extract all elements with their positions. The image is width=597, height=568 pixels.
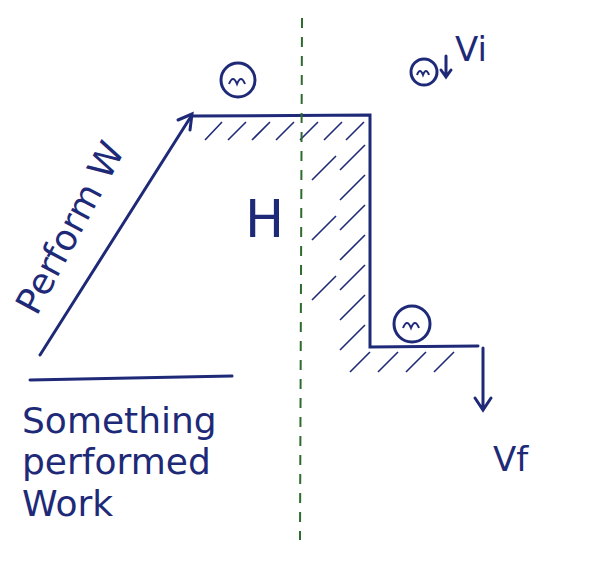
- velocity-arrow-initial: [441, 56, 451, 77]
- velocity-label: Vi: [455, 30, 487, 69]
- dashed-axis: [300, 18, 302, 540]
- height-label: H: [245, 190, 284, 250]
- bracket-line: [30, 376, 232, 380]
- ball-scribble: [229, 79, 245, 84]
- velocity-arrow-final: [475, 348, 491, 410]
- hatching: [205, 122, 454, 372]
- ball-scribble: [403, 323, 419, 328]
- note-label: Something performed Work: [22, 400, 272, 524]
- ball-top: [221, 63, 255, 97]
- ball-bottom: [394, 306, 430, 342]
- velocity-label: Vf: [493, 440, 528, 479]
- ball-scribble: [417, 71, 429, 75]
- work-label: Perform W: [8, 135, 133, 321]
- cliff-outline: [190, 115, 478, 347]
- ball-falling: [411, 59, 437, 85]
